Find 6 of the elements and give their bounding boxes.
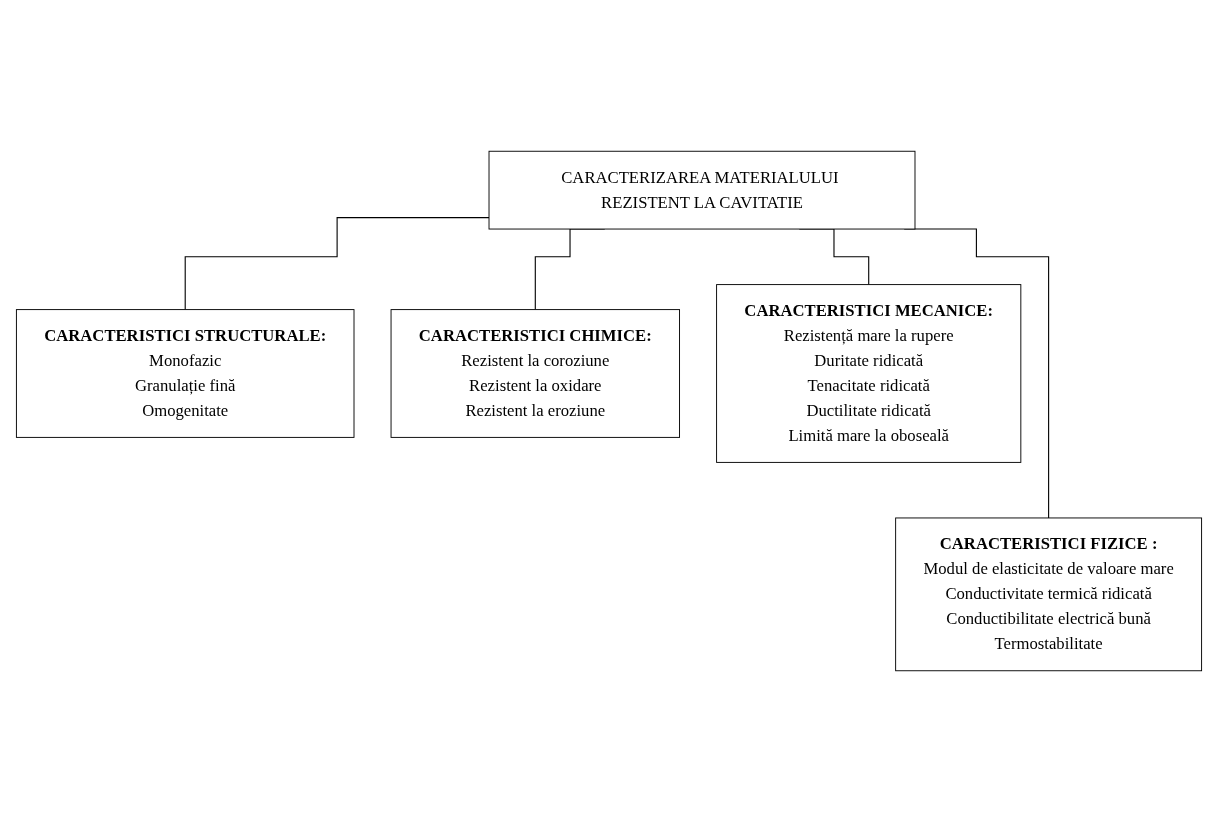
node-box: CARACTERISTICI MECANICE: Rezistență mare la rupere Duritate ridicată Tenacitate ridicată Ductilitate ridicată Limită mare la oboseală <box>715 284 1021 463</box>
node-box: CARACTERISTICI STRUCTURALE: Monofazic Granulație fină Omogenitate <box>15 309 354 438</box>
node-box: CARACTERISTICI CHIMICE: Rezistent la coroziune Rezistent la oxidare Rezistent la eroziune <box>390 309 680 438</box>
connector <box>184 217 490 311</box>
node-box: CARACTERISTICI FIZICE : Modul de elasticitate de valoare mare Conductivitate termică ridicată Conductibilitate electrică bună Termostabilitate <box>894 517 1202 672</box>
node-box: CARACTERIZAREA MATERIALULUI REZISTENT LA CAVITATIE <box>488 150 915 230</box>
